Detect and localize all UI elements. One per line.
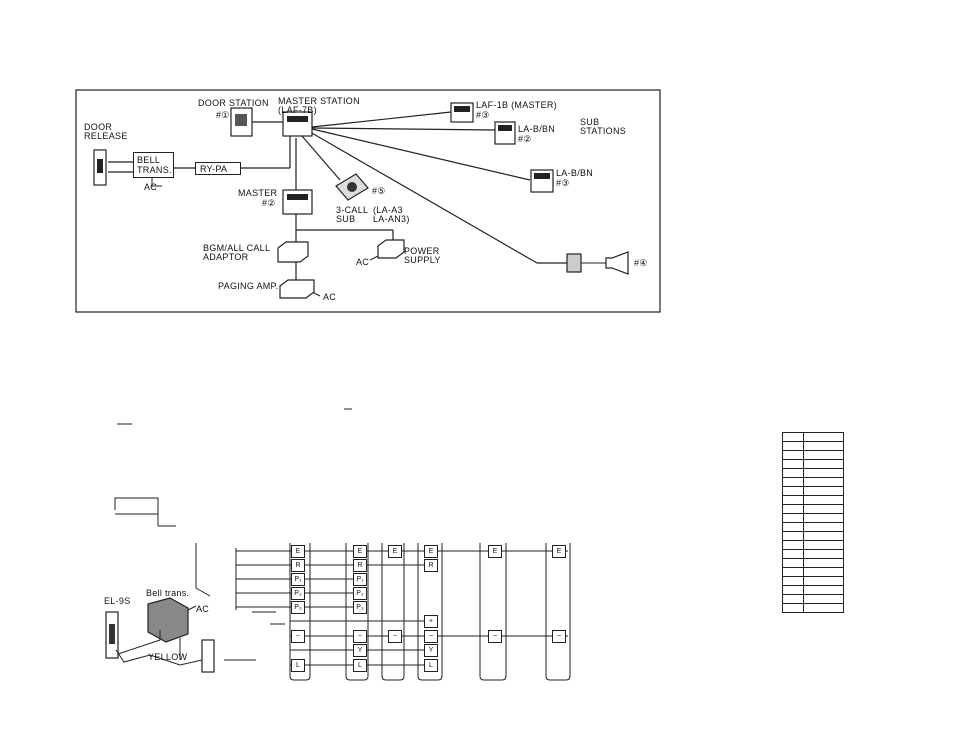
lab-bn-id-1: #② [518, 134, 532, 144]
bell-trans-label-2: TRANS. [137, 165, 172, 175]
terminal-a-l: L [291, 659, 305, 672]
terminal-b-r: R [353, 559, 367, 572]
sub-stations-label-2: STATIONS [580, 126, 627, 136]
relay-block [201, 639, 215, 673]
master-station-model: (LAF-7B) [278, 105, 317, 115]
sub-stations-label-1: SUB [580, 117, 600, 127]
relay-label: RY-PA [200, 164, 228, 174]
terminal-d-l: L [424, 659, 438, 672]
door-station-id: #① [216, 110, 230, 120]
terminal-b-y: Y [353, 644, 367, 657]
master-label: MASTER [238, 188, 278, 198]
master-id: #② [262, 198, 276, 208]
bell-trans-detail-label: Bell trans. [146, 588, 190, 598]
speaker-id: #④ [634, 258, 648, 268]
terminal-e-e: E [488, 545, 502, 558]
bgm-adaptor-box [277, 241, 309, 263]
power-ac-label: AC [356, 257, 370, 267]
empty-grid-table [782, 432, 844, 613]
lab-bn-label-1: LA-B/BN [518, 124, 556, 134]
terminal-b-e: E [353, 545, 367, 558]
terminal-f-minus: − [552, 630, 566, 643]
terminal-a-r: R [291, 559, 305, 572]
laf1b-id: #③ [476, 110, 490, 120]
power-supply-label-1: POWER [404, 246, 440, 256]
terminal-a-minus: − [291, 630, 305, 643]
bell-trans-label-1: BELL [137, 155, 161, 165]
laf1b-unit [450, 102, 474, 123]
power-supply-label-2: SUPPLY [404, 255, 441, 265]
three-call-label-1: 3-CALL [336, 205, 369, 215]
terminal-d-plus: + [424, 615, 438, 628]
terminal-a-p1: P₁ [291, 573, 305, 586]
paging-amp-label: PAGING AMP. [218, 281, 279, 291]
terminal-a-p3: P₃ [291, 601, 305, 614]
terminal-b-minus: − [353, 630, 367, 643]
paging-ac-label: AC [323, 292, 337, 302]
three-call-models-1: (LA-A3 [373, 205, 403, 215]
lab-bn-label-2: LA-B/BN [556, 168, 594, 178]
terminal-f-e: E [552, 545, 566, 558]
terminal-e-minus: − [488, 630, 502, 643]
bgm-label-1: BGM/ALL CALL [203, 243, 271, 253]
terminal-b-p1: P₁ [353, 573, 367, 586]
ac-detail-label: AC [196, 604, 210, 614]
door-station-label: DOOR STATION [198, 98, 269, 108]
terminal-a-e: E [291, 545, 305, 558]
bell-trans-device [147, 597, 189, 643]
diagram-frame [75, 89, 661, 313]
speaker-box [566, 253, 582, 273]
master-unit [282, 189, 313, 215]
relay-box: RY-PA [195, 162, 241, 175]
three-call-label-2: SUB [336, 214, 356, 224]
master-station-unit [282, 111, 313, 137]
terminal-b-p2: P₂ [353, 587, 367, 600]
bgm-label-2: ADAPTOR [203, 252, 249, 262]
three-call-models-2: LA-AN3) [373, 214, 410, 224]
terminal-d-r: R [424, 559, 438, 572]
el9s-label: EL-9S [104, 596, 131, 606]
three-call-id: #⑤ [372, 186, 386, 196]
bell-trans-box: BELL TRANS. [133, 152, 174, 178]
terminal-d-minus: − [424, 630, 438, 643]
terminal-c-minus: − [388, 630, 402, 643]
bell-ac-label: AC [144, 182, 158, 192]
terminal-a-p2: P₂ [291, 587, 305, 600]
paging-amp-box [279, 279, 315, 299]
door-release-label-1: DOOR [84, 122, 113, 132]
terminal-b-l: L [353, 659, 367, 672]
lab-bn-id-2: #③ [556, 178, 570, 188]
laf1b-label: LAF-1B (MASTER) [476, 100, 558, 110]
terminal-d-y: Y [424, 644, 438, 657]
terminal-b-p3: P₃ [353, 601, 367, 614]
power-supply-box [377, 239, 405, 259]
horn-speaker [605, 251, 629, 275]
terminal-c-e: E [388, 545, 402, 558]
yellow-label: YELLOW [148, 652, 188, 662]
door-release-label-2: RELEASE [84, 131, 128, 141]
master-station-label: MASTER STATION [278, 96, 360, 106]
terminal-d-e: E [424, 545, 438, 558]
